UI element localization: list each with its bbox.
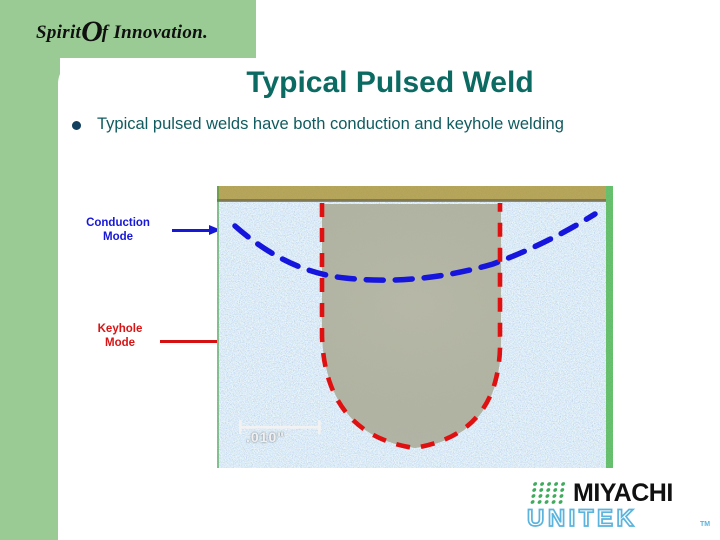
bullet-text: Typical pulsed welds have both conductio…	[97, 115, 564, 133]
brand-trademark-symbol: TM	[700, 521, 711, 528]
bullet-dot-icon	[72, 121, 81, 130]
logo-dot-grid-icon	[530, 482, 566, 504]
tagline-part1: Spirit	[36, 22, 82, 43]
keyhole-zone-dashed-outline	[319, 203, 503, 451]
micrograph-svg	[217, 186, 613, 468]
scale-bar-label: .010"	[246, 429, 285, 445]
green-left-strip	[0, 0, 60, 540]
brand-name-miyachi: MIYACHI	[573, 479, 673, 507]
tagline-part2: f Innovation.	[101, 22, 209, 43]
spirit-of-innovation-logo: SpiritOf Innovation.	[36, 16, 246, 50]
brand-name-unitek: UNITEK	[526, 504, 638, 533]
arrow-head	[209, 225, 221, 235]
page-title: Typical Pulsed Weld	[246, 66, 534, 99]
conduction-mode-label-line2: Mode	[102, 231, 134, 244]
conduction-zone-dashed-curve	[232, 211, 598, 283]
tagline-ornamental-o: O	[81, 15, 103, 48]
bullet-list-item: Typical pulsed welds have both conductio…	[72, 114, 632, 136]
weld-cross-section-micrograph: .010"	[217, 186, 613, 468]
arrow-shaft	[172, 229, 212, 232]
conduction-mode-label-line1: Conduction	[86, 217, 150, 229]
keyhole-mode-label: Keyhole Mode	[80, 322, 160, 351]
keyhole-mode-label-line1: Keyhole	[97, 323, 143, 335]
miyachi-unitek-logo: MIYACHI UNITEK TM	[526, 479, 712, 533]
conduction-mode-label: Conduction Mode	[72, 216, 164, 245]
green-header-block	[0, 0, 256, 58]
scale-bar	[239, 420, 321, 434]
keyhole-mode-label-line2: Mode	[104, 337, 136, 350]
